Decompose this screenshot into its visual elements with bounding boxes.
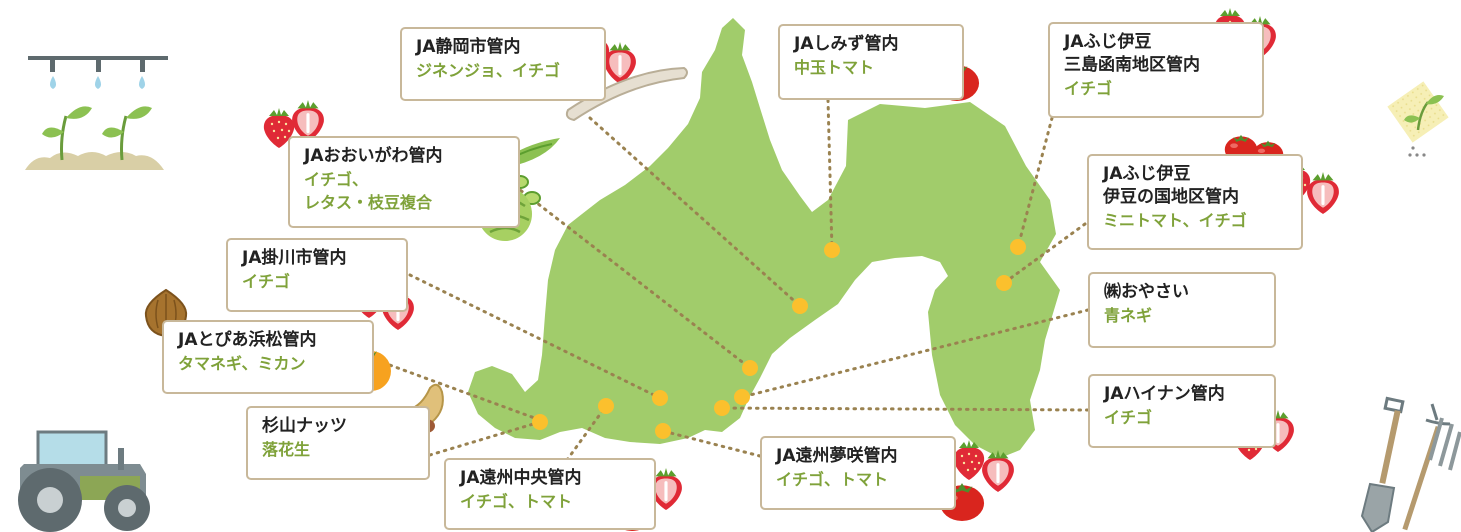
leader-oyasai [740,308,1090,399]
leader-shizuoka [588,116,802,308]
location-dot [532,414,548,430]
seed-packet-icon [1387,81,1449,157]
prefecture-shape [468,18,1060,458]
region-crops: 青ネギ [1104,306,1153,325]
region-title: JAふじ伊豆 [1103,164,1191,184]
region-crops-line2: レタス・枝豆複合 [304,193,433,212]
region-label-shizuoka: JA静岡市管内 ジネンジョ、イチゴ [400,27,606,101]
location-dot [742,360,758,376]
region-crops: タマネギ、ミカン [178,354,306,373]
region-crops-line1: イチゴ、 [304,170,369,189]
region-crops: イチゴ [1104,408,1153,427]
region-label-sugiyama: 杉山ナッツ 落花生 [246,406,430,480]
region-label-shimizu: JAしみず管内 中玉トマト [778,24,964,100]
location-dot [824,242,840,258]
leader-shimizu [826,98,834,252]
leader-yumesaki [661,429,762,458]
region-title: JAハイナン管内 [1104,384,1225,404]
region-label-topia: JAとぴあ浜松管内 タマネギ、ミカン [162,320,374,394]
region-crops: 落花生 [262,440,311,459]
location-dot [714,400,730,416]
region-crops: イチゴ、トマト [776,470,889,489]
region-label-fujiizu-mishima: JAふじ伊豆 三島函南地区管内 イチゴ [1048,22,1264,118]
region-label-hainan: JAハイナン管内 イチゴ [1088,374,1276,448]
shovel-fork-icon [1360,396,1461,532]
region-title: JAとぴあ浜松管内 [178,330,317,350]
region-label-kakegawa: JA掛川市管内 イチゴ [226,238,408,312]
region-crops: ジネンジョ、イチゴ [416,61,561,80]
region-crops: イチゴ [242,272,291,291]
leader-hainan [720,406,1090,412]
location-dot [655,423,671,439]
location-dot [792,298,808,314]
region-label-yumesaki: JA遠州夢咲管内 イチゴ、トマト [760,436,956,510]
region-label-enshu-chuo: JA遠州中央管内 イチゴ、トマト [444,458,656,530]
leader-izunokuni [1002,222,1087,285]
irrigation-sprouts-icon [25,56,168,170]
region-crops: イチゴ [1064,79,1113,98]
region-crops: ミニトマト、イチゴ [1103,211,1247,230]
region-label-fujiizu-izunokuni: JAふじ伊豆 伊豆の国地区管内 ミニトマト、イチゴ [1087,154,1303,250]
region-label-oigawa: JAおおいがわ管内 イチゴ、 レタス・枝豆複合 [288,136,520,228]
leader-topia [374,358,542,422]
region-title: JAおおいがわ管内 [304,146,443,166]
region-crops: 中玉トマト [794,58,875,77]
region-label-oyasai: ㈱おやさい 青ネギ [1088,272,1276,348]
location-dot [996,275,1012,291]
location-dots [532,239,1026,439]
location-dot [734,389,750,405]
region-title: JA遠州中央管内 [460,468,582,488]
region-title: JAしみず管内 [794,34,899,54]
leader-kakegawa [408,273,662,400]
location-dot [1010,239,1026,255]
location-dot [652,390,668,406]
leader-oigawa [513,184,752,370]
region-title-line2: 三島函南地区管内 [1064,55,1200,75]
location-dot [598,398,614,414]
region-title: JA掛川市管内 [242,248,347,268]
region-crops: イチゴ、トマト [460,492,573,511]
jinenjo-icon [565,66,688,122]
region-title: 杉山ナッツ [262,416,347,436]
region-title: JA遠州夢咲管内 [776,446,898,466]
region-title-line2: 伊豆の国地区管内 [1103,187,1239,207]
tractor-icon [18,430,150,532]
region-title: ㈱おやさい [1104,282,1189,302]
region-title: JA静岡市管内 [416,37,521,57]
region-title: JAふじ伊豆 [1064,32,1152,52]
leader-fujiizu-mishima [1016,116,1054,249]
